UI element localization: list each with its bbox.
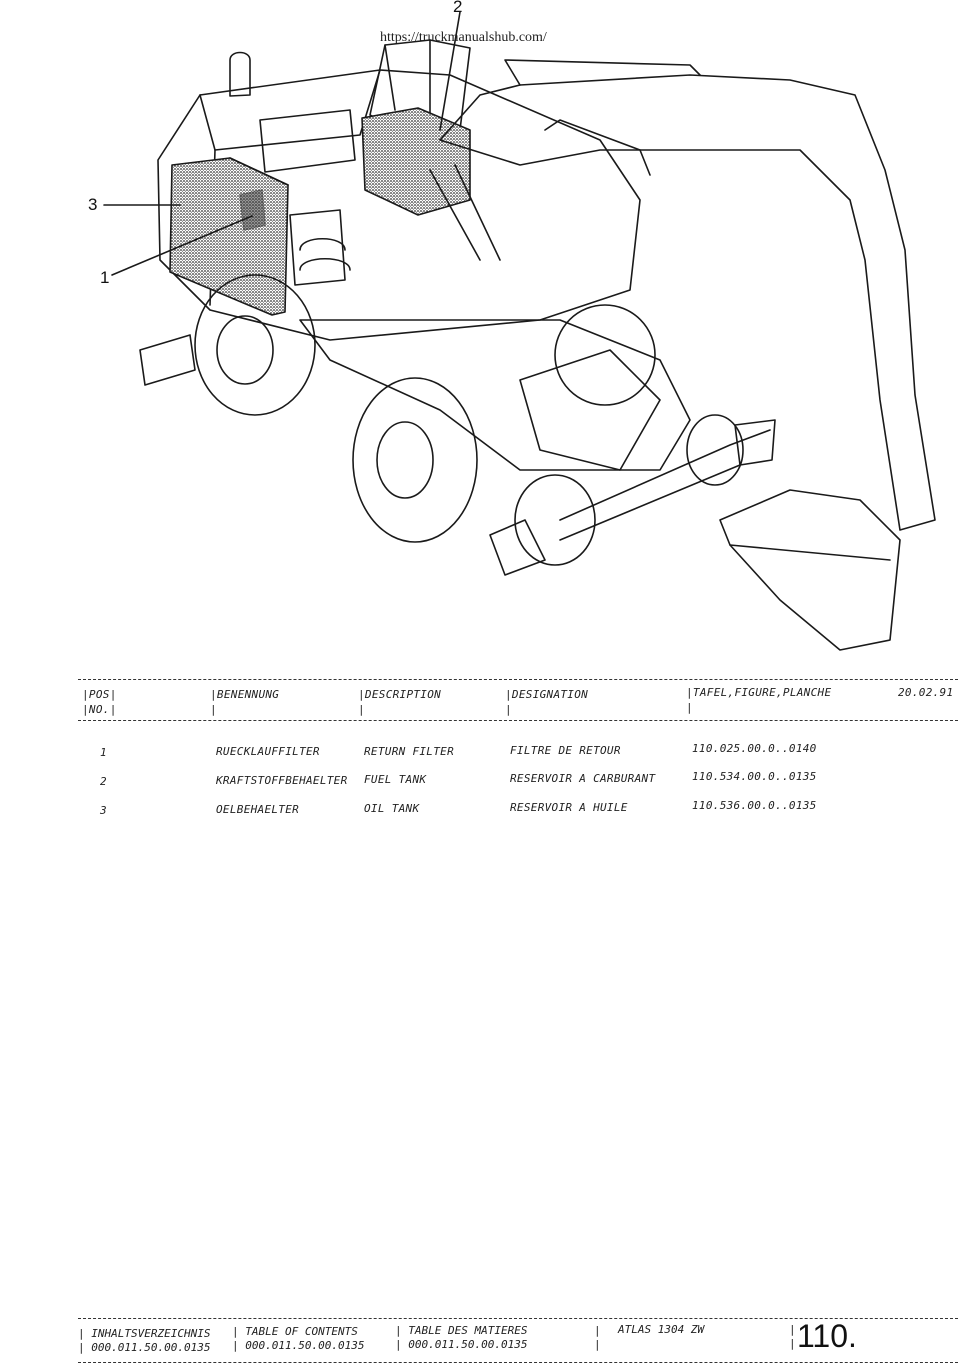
page-number: 110. [797,1318,857,1354]
header-designation: |DESIGNATION [505,688,589,701]
leader-line-1 [111,215,253,276]
wheel-rear-right [554,304,656,406]
callout-1: 1 [100,268,110,287]
row-3-tafel: 110.536.00.0..0135 [692,799,817,812]
footer-inhalt-title: | INHALTSVERZEICHNIS [78,1327,211,1340]
header-tafel-bar: | [686,701,693,714]
row-2-pos: 2 [100,775,107,788]
row-1-tafel: 110.025.00.0..0140 [692,742,817,755]
header-no: |NO.| [82,703,117,716]
footer-tdm-title: | TABLE DES MATIERES [395,1324,528,1337]
row-2-designation: RESERVOIR A CARBURANT [510,772,656,785]
footer-page-bar: | [789,1323,796,1336]
footer-inhalt-code: | 000.011.50.00.0135 [78,1341,211,1354]
footer-tdm-code: | 000.011.50.00.0135 [395,1338,528,1351]
header-date: 20.02.91 [898,686,954,699]
footer-model: ATLAS 1304 ZW [618,1323,705,1336]
row-3-benennung: OELBEHAELTER [216,803,300,816]
header-pos: |POS| [82,688,117,701]
callout-3: 3 [88,195,98,214]
footer-separator-2: | [594,1338,601,1351]
fuel-tank-hatched [361,107,471,216]
row-3-pos: 3 [100,804,107,817]
header-benennung: |BENENNUNG [210,688,280,701]
header-designation-bar: | [505,703,512,716]
bucket-outline [719,489,901,651]
header-benennung-bar: | [210,703,217,716]
footer-top-rule [78,1318,958,1319]
header-description: |DESCRIPTION [358,688,442,701]
table-header-rule [78,720,958,721]
wheel-rear-left [194,274,316,416]
row-1-benennung: RUECKLAUFFILTER [216,745,320,758]
row-2-description: FUEL TANK [364,773,427,786]
row-1-pos: 1 [100,746,107,759]
oil-tank-hatched [169,157,289,316]
leader-line-2 [439,11,461,131]
footer-separator: | [594,1324,601,1337]
footer-toc-code: | 000.011.50.00.0135 [232,1339,365,1352]
table-top-rule [78,679,958,680]
row-2-tafel: 110.534.00.0..0135 [692,770,817,783]
header-description-bar: | [358,703,365,716]
excavator-illustration [103,11,936,651]
house-outline [157,69,641,341]
row-1-designation: FILTRE DE RETOUR [510,744,621,757]
header-tafel: |TAFEL,FIGURE,PLANCHE [686,686,832,699]
wheel-front-left [352,377,478,543]
row-3-designation: RESERVOIR A HUILE [510,801,628,814]
footer-toc-title: | TABLE OF CONTENTS [232,1325,358,1338]
row-2-benennung: KRAFTSTOFFBEHAELTER [216,774,348,787]
row-1-description: RETURN FILTER [364,745,454,758]
callout-2: 2 [453,0,463,16]
boom-outline [439,74,936,531]
footer-bottom-rule [78,1362,958,1363]
row-3-description: OIL TANK [364,802,420,815]
footer-page-bar-2: | [789,1337,796,1350]
